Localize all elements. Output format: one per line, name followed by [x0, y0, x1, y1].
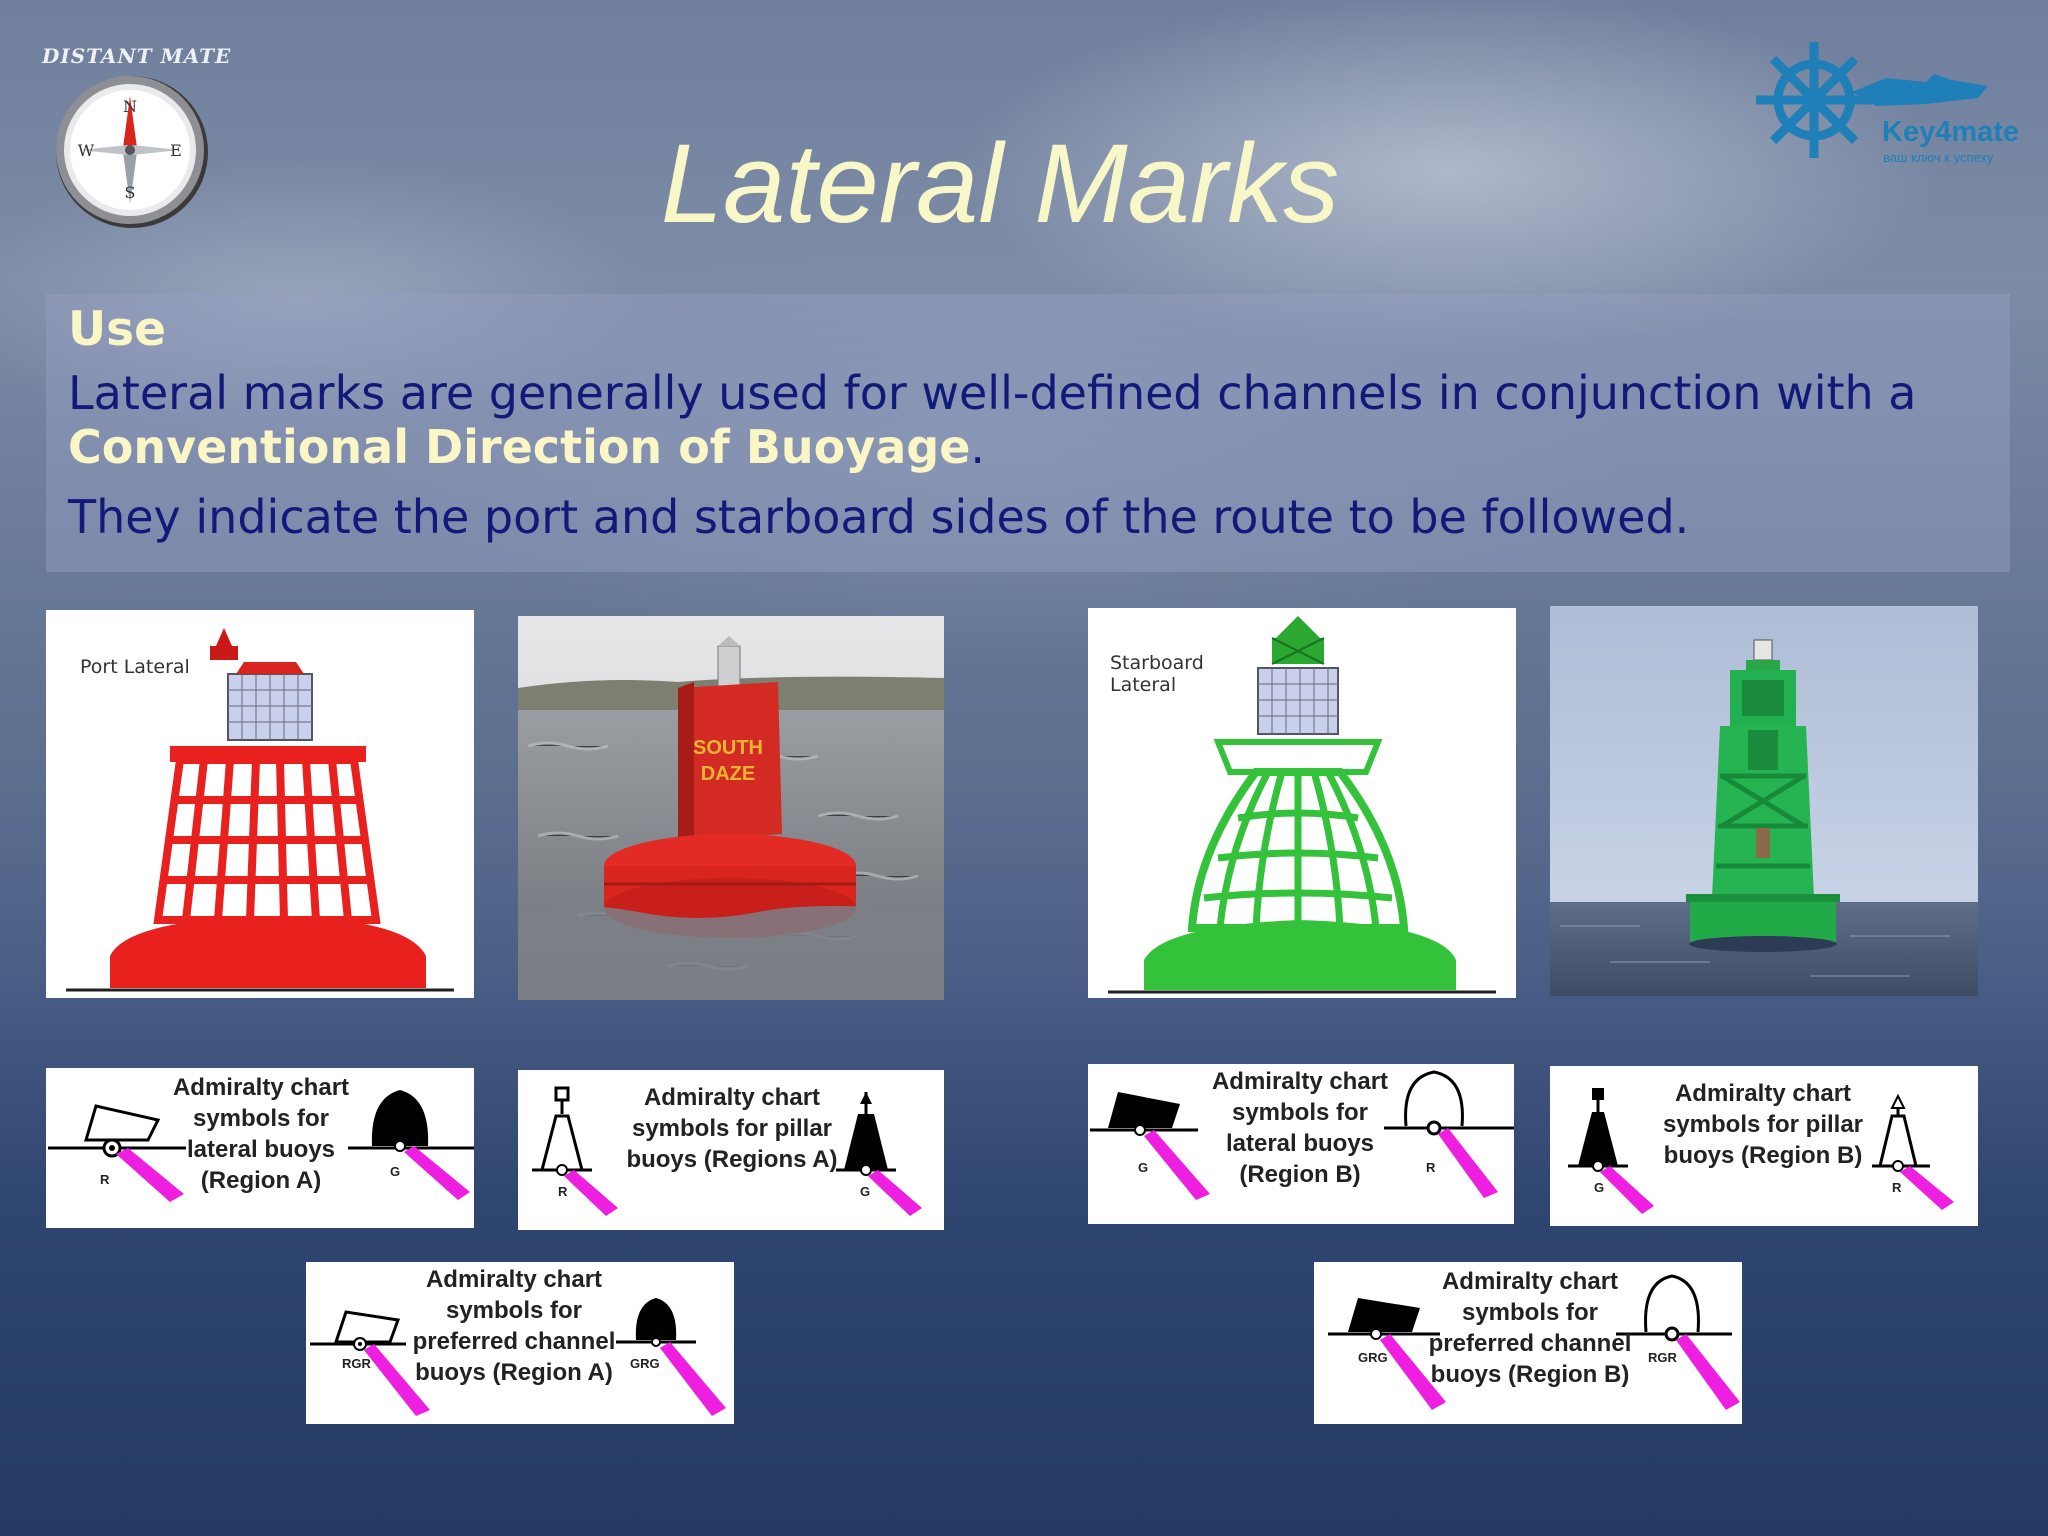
pillar-a-caption: Admiralty chart symbols for pillar buoys…: [626, 1084, 838, 1173]
svg-text:E: E: [170, 141, 182, 160]
preferred-a-caption: Admiralty chart symbols for preferred ch…: [412, 1266, 616, 1386]
pillar-b-caption: Admiralty chart symbols for pillar buoys…: [1662, 1080, 1864, 1169]
use-paragraph-1: Lateral marks are generally used for wel…: [68, 366, 1998, 474]
port-lateral-diagram: Port Lateral: [46, 610, 474, 998]
buoy-text-line-1: SOUTH: [693, 737, 763, 759]
lateral-a-symbols: [48, 1090, 474, 1202]
starboard-lateral-label: Starboard Lateral: [1110, 652, 1204, 696]
red-buoy-scene: SOUTH DAZE: [518, 616, 944, 1000]
lateral-a-caption: Admiralty chart symbols for lateral buoy…: [172, 1074, 350, 1194]
starboard-lateral-diagram: Starboard Lateral: [1088, 608, 1516, 998]
lateral-b-right-label: R: [1426, 1160, 1436, 1175]
port-buoy-illustration: [46, 610, 474, 998]
preferred-a-right-label: GRG: [630, 1356, 660, 1371]
lateral-b-caption: Admiralty chart symbols for lateral buoy…: [1211, 1068, 1389, 1188]
pillar-b-symbols: [1568, 1088, 1954, 1214]
preferred-b-left-label: GRG: [1358, 1350, 1388, 1365]
key4mate-tagline: ваш ключ к успеху: [1883, 150, 1994, 165]
green-buoy-scene: [1550, 606, 1978, 996]
symbol-card-lateral-a: Admiralty chart symbols for lateral buoy…: [46, 1068, 474, 1228]
symbol-card-lateral-b: Admiralty chart symbols for lateral buoy…: [1088, 1064, 1514, 1224]
pillar-b-right-label: R: [1892, 1180, 1902, 1195]
use-p1-emphasis: Conventional Direction of Buoyage: [68, 420, 971, 474]
pillar-a-left-label: R: [558, 1184, 568, 1199]
preferred-b-caption: Admiralty chart symbols for preferred ch…: [1428, 1268, 1632, 1388]
svg-text:W: W: [78, 141, 95, 160]
lateral-a-right-label: G: [390, 1164, 401, 1179]
starboard-label-line-1: Starboard: [1110, 652, 1204, 674]
distant-mate-logo: DISTANT MATE N S E W: [40, 40, 240, 240]
starboard-buoy-illustration: [1088, 608, 1516, 998]
use-paragraph-2: They indicate the port and starboard sid…: [68, 490, 1690, 544]
lateral-b-left-label: G: [1138, 1160, 1149, 1175]
use-heading: Use: [68, 302, 167, 357]
use-p1-text: Lateral marks are generally used for wel…: [68, 366, 1917, 420]
svg-text:S: S: [125, 183, 136, 202]
preferred-a-symbols: [310, 1298, 726, 1416]
pillar-a-right-label: G: [860, 1184, 871, 1199]
pillar-a-symbols: [532, 1086, 922, 1216]
use-p1-end: .: [970, 420, 986, 474]
symbol-card-preferred-b: Admiralty chart symbols for preferred ch…: [1314, 1262, 1742, 1424]
page-title: Lateral Marks: [660, 121, 1340, 246]
ship-wheel-icon: [1756, 42, 1988, 158]
red-buoy-photo: SOUTH DAZE: [518, 616, 944, 1000]
symbol-card-pillar-b: Admiralty chart symbols for pillar buoys…: [1550, 1066, 1978, 1226]
preferred-a-left-label: RGR: [342, 1356, 371, 1371]
use-text-box: Use Lateral marks are generally used for…: [46, 294, 2010, 572]
symbol-card-pillar-a: Admiralty chart symbols for pillar buoys…: [518, 1070, 944, 1230]
preferred-b-symbols: [1328, 1274, 1740, 1410]
svg-text:N: N: [123, 97, 137, 116]
compass-icon: N S E W: [56, 76, 208, 228]
port-lateral-label: Port Lateral: [80, 656, 190, 678]
preferred-b-right-label: RGR: [1648, 1350, 1677, 1365]
green-buoy-photo: [1550, 606, 1978, 996]
starboard-label-line-2: Lateral: [1110, 674, 1177, 696]
buoy-text-line-2: DAZE: [701, 763, 755, 785]
symbol-card-preferred-a: Admiralty chart symbols for preferred ch…: [306, 1262, 734, 1424]
key4mate-logo: Key4mate ваш ключ к успеху: [1756, 34, 2026, 174]
key4mate-name: Key4mate: [1882, 116, 2020, 148]
lateral-a-left-label: R: [100, 1172, 110, 1187]
distant-mate-logo-text: DISTANT MATE: [42, 44, 232, 68]
pillar-b-left-label: G: [1594, 1180, 1605, 1195]
lateral-b-symbols: [1090, 1070, 1514, 1200]
